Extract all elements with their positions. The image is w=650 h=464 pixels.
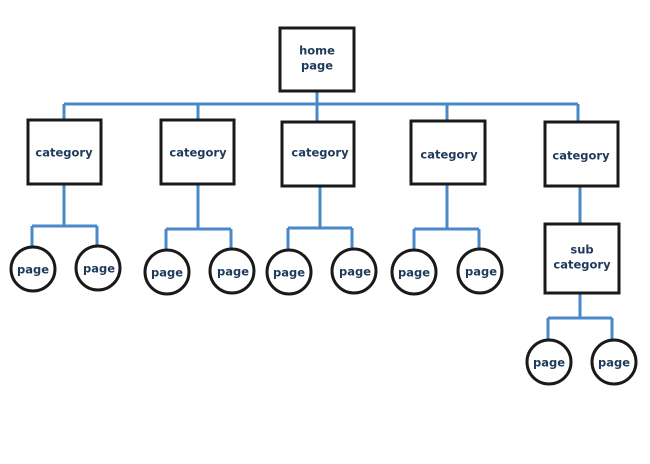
category-box-4 [409, 119, 487, 186]
page-node-2-2: page [208, 247, 256, 295]
sub-category-label-line1: sub [570, 243, 593, 257]
page-label: page [217, 265, 249, 279]
category-node-1: category [26, 118, 103, 186]
page-circle [265, 248, 313, 296]
connector-lines [30, 91, 614, 340]
page-label: page [533, 356, 565, 370]
category-box-1 [26, 118, 103, 186]
page-circle [390, 248, 438, 296]
category-box-5 [543, 120, 620, 188]
page-circle [74, 244, 122, 292]
page-node-3-1: page [265, 248, 313, 296]
category-node-4: category [409, 119, 487, 186]
category-box-2 [159, 118, 236, 186]
sub-category-node: sub category [543, 222, 621, 295]
home-page-box [278, 26, 356, 93]
page-node-3-2: page [330, 247, 378, 295]
page-circle [590, 338, 638, 386]
category-label-3: category [291, 146, 349, 160]
page-label: page [339, 265, 371, 279]
category-label-4: category [420, 148, 478, 162]
page-label: page [398, 266, 430, 280]
page-node-5-1: page [525, 338, 573, 386]
page-circle [208, 247, 256, 295]
home-page-label-line1: home [299, 44, 335, 58]
sub-category-label-line2: category [553, 258, 611, 272]
page-node-1-2: page [74, 244, 122, 292]
sub-category-box [543, 222, 621, 295]
page-circle [330, 247, 378, 295]
page-circle [143, 248, 191, 296]
category-label-5: category [552, 149, 610, 163]
page-label: page [17, 263, 49, 277]
page-circle [525, 338, 573, 386]
page-node-2-1: page [143, 248, 191, 296]
category-box-3 [280, 120, 356, 188]
category-node-3: category [280, 120, 356, 188]
page-circle [9, 245, 57, 293]
category-label-1: category [35, 146, 93, 160]
category-label-2: category [169, 146, 227, 160]
home-page-label-line2: page [301, 59, 333, 73]
page-label: page [83, 262, 115, 276]
page-label: page [598, 356, 630, 370]
page-node-1-1: page [9, 245, 57, 293]
category-node-5: category [543, 120, 620, 188]
category-node-2: category [159, 118, 236, 186]
home-page-node: home page [278, 26, 356, 93]
page-node-5-2: page [590, 338, 638, 386]
page-label: page [273, 266, 305, 280]
page-node-4-2: page [456, 247, 504, 295]
page-label: page [151, 266, 183, 280]
page-node-4-1: page [390, 248, 438, 296]
page-circle [456, 247, 504, 295]
page-label: page [465, 265, 497, 279]
